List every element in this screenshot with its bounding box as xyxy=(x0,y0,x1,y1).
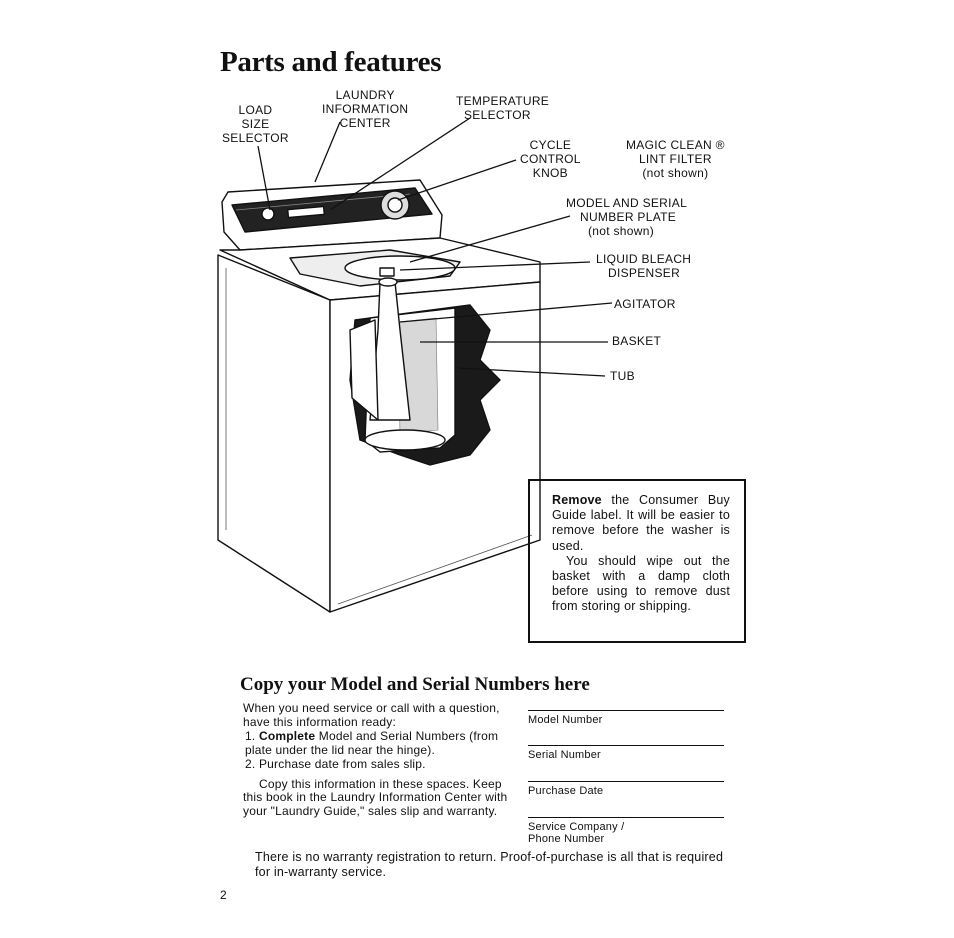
leader-temperature xyxy=(329,117,471,211)
label-laundry-information-center: LAUNDRY INFORMATION CENTER xyxy=(322,88,409,130)
copy-paragraph: Copy this information in these spaces. K… xyxy=(243,776,508,818)
purchase-date-field[interactable]: Purchase Date xyxy=(528,781,724,797)
leader-cycle-knob xyxy=(397,159,517,201)
label-model-serial-plate: MODEL AND SERIAL NUMBER PLATE (not shown… xyxy=(566,196,688,238)
section-heading: Copy your Model and Serial Numbers here xyxy=(240,674,590,695)
label-cycle-control-knob: CYCLE CONTROL KNOB xyxy=(520,138,581,180)
label-basket: BASKET xyxy=(612,334,662,348)
label-liquid-bleach-dispenser: LIQUID BLEACH DISPENSER xyxy=(596,252,692,280)
intro-text: When you need service or call with a que… xyxy=(243,701,500,729)
leader-info-center xyxy=(314,121,341,183)
model-number-field[interactable]: Model Number xyxy=(528,710,724,726)
page-number: 2 xyxy=(220,888,227,902)
leader-agitator xyxy=(399,302,613,323)
note-para2: You should wipe out the basket with a da… xyxy=(552,553,730,614)
consumer-guide-note: Remove the Consumer Buy Guide label. It … xyxy=(528,479,746,643)
page-title: Parts and features xyxy=(220,46,442,78)
note-para1: the Consumer Buy Guide label. It will be… xyxy=(552,493,730,553)
note-remove-bold: Remove xyxy=(552,493,602,507)
step-2: 2. Purchase date from sales slip. xyxy=(245,757,426,771)
label-tub: TUB xyxy=(610,369,635,383)
serial-number-field[interactable]: Serial Number xyxy=(528,745,724,761)
label-temperature-selector: TEMPERATURE SELECTOR xyxy=(456,94,550,122)
copy-instructions: When you need service or call with a que… xyxy=(243,701,515,819)
label-magic-clean-lint-filter: MAGIC CLEAN ® LINT FILTER (not shown) xyxy=(626,138,725,180)
leader-model-plate xyxy=(409,215,571,263)
leader-bleach xyxy=(399,261,591,271)
label-agitator: AGITATOR xyxy=(614,297,676,311)
label-load-size-selector: LOAD SIZE SELECTOR xyxy=(222,103,289,145)
service-company-field[interactable]: Service Company / Phone Number xyxy=(528,817,724,845)
leader-tub xyxy=(457,367,606,377)
step-1: 1. Complete Model and Serial Numbers (fr… xyxy=(245,729,499,757)
warranty-footer: There is no warranty registration to ret… xyxy=(255,850,724,879)
leader-load-size xyxy=(257,145,271,211)
